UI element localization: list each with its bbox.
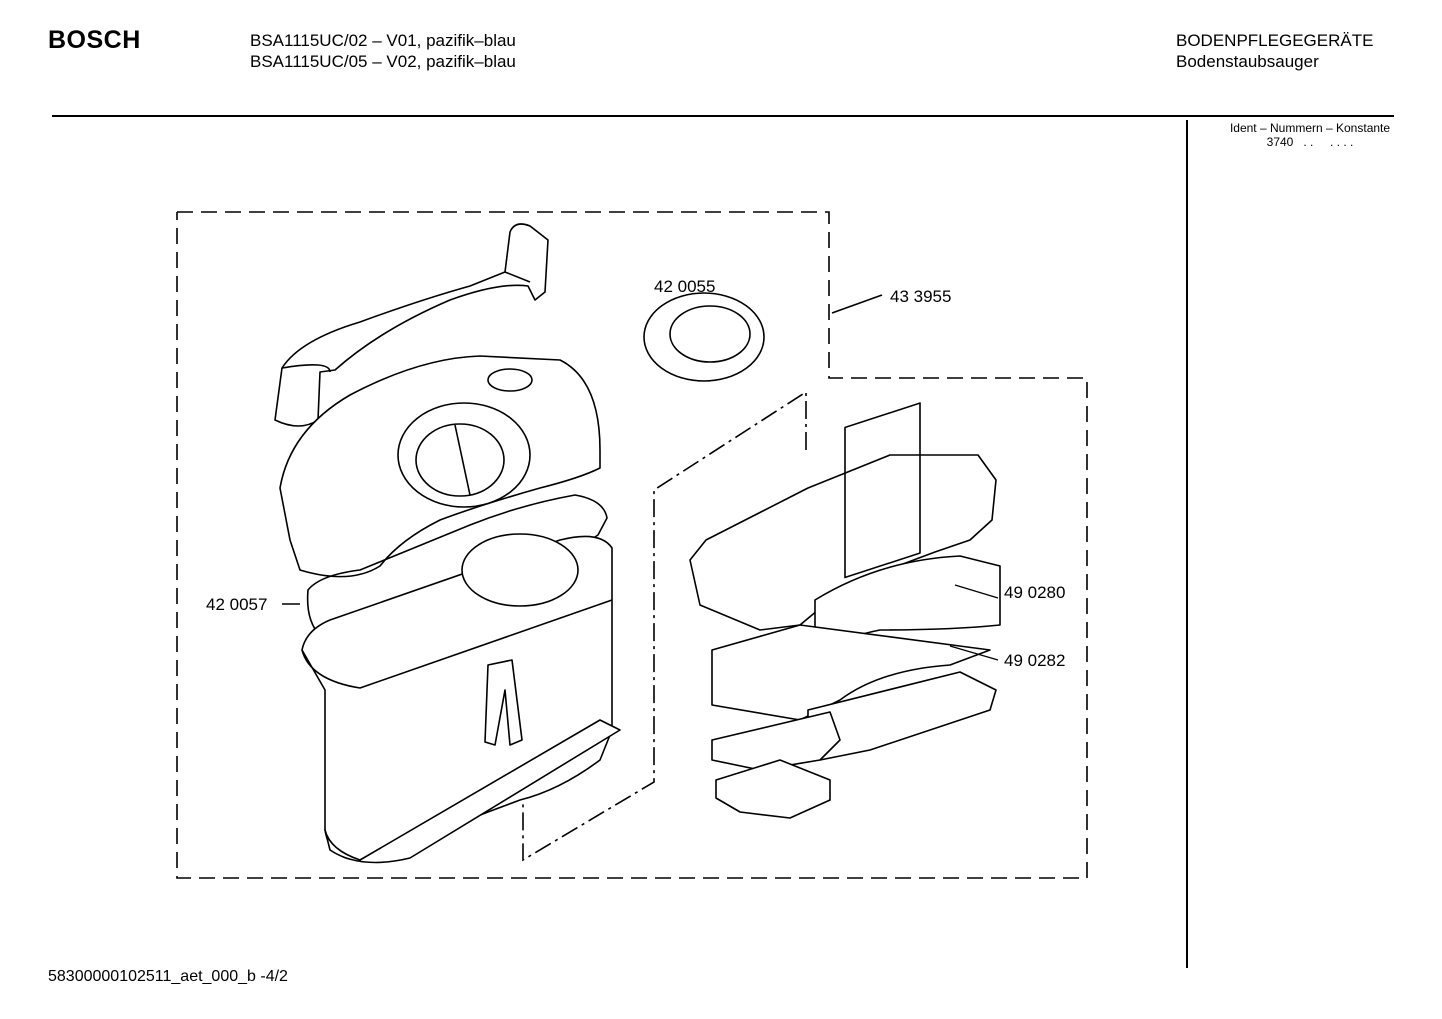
ident-value: 3740 . . . . . . [1266, 135, 1354, 149]
ident-block: Ident – Nummern – Konstante 3740 . . . .… [1200, 121, 1420, 149]
filter-lower-part [711, 624, 991, 721]
part-label-filter-lower: 49 0282 [1004, 651, 1065, 670]
part-label-assembly: 43 3955 [890, 287, 951, 306]
assembly-boundary [176, 211, 1088, 879]
leader-filter-lower [949, 645, 999, 661]
part-label-filter-upper: 49 0280 [1004, 583, 1065, 602]
category-subtitle: Bodenstaubsauger [1176, 52, 1319, 71]
ident-title: Ident – Nummern – Konstante [1229, 121, 1391, 135]
parts-artwork [274, 223, 1001, 864]
document-id: 58300000102511_aet_000_b -4/2 [48, 968, 288, 985]
container-base [324, 719, 621, 864]
part-label-gasket: 42 0057 [206, 595, 267, 614]
model-line: BSA1115UC/02 – V01, pazifik–blau [250, 31, 516, 50]
handle-part [274, 223, 549, 427]
category-heading: BODENPFLEGEGERÄTE Bodenstaubsauger [1176, 30, 1373, 72]
bottom-pad-part [711, 711, 841, 771]
model-line: BSA1115UC/05 – V02, pazifik–blau [250, 52, 516, 71]
category-title: BODENPFLEGEGERÄTE [1176, 31, 1374, 50]
model-list: BSA1115UC/02 – V01, pazifik–blau BSA1115… [250, 30, 516, 72]
container-opening [461, 533, 579, 607]
separation-line [522, 390, 807, 862]
leader-assembly [831, 294, 883, 314]
leader-filter-upper [954, 584, 999, 599]
bottom-grid-part [715, 759, 831, 819]
lid-button [487, 368, 533, 392]
brand-logo: BOSCH [48, 26, 141, 54]
filter-frame-grid [844, 402, 921, 579]
part-label-seal: 42 0055 [654, 277, 715, 296]
